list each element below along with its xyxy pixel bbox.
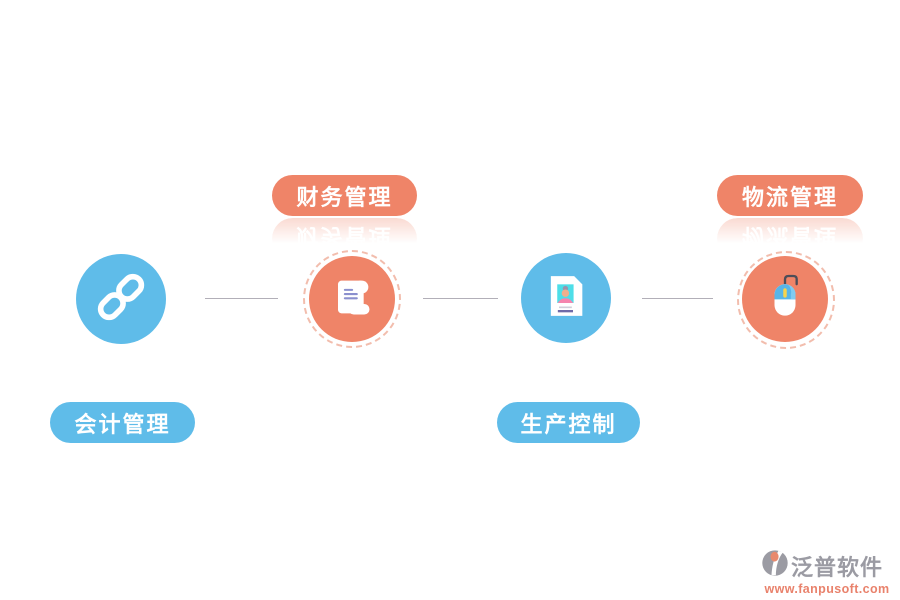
id-document-icon <box>538 268 594 329</box>
connector-line-3 <box>642 298 713 299</box>
label-pill-accounting: 会计管理 <box>50 402 195 443</box>
connector-line-1 <box>205 298 278 299</box>
node-production-circle <box>521 253 611 343</box>
connector-line-2 <box>423 298 498 299</box>
node-finance-circle <box>309 256 395 342</box>
mouse-icon <box>757 269 813 330</box>
node-logistics-circle <box>742 256 828 342</box>
label-pill-finance: 财务管理 <box>272 175 417 216</box>
label-pill-production: 生产控制 <box>497 402 640 443</box>
chain-link-icon <box>94 270 148 329</box>
brand-watermark: 泛普软件 www.fanpusoft.com <box>761 549 893 596</box>
label-pill-logistics-reflection: 物流管理 <box>717 218 863 259</box>
node-finance-ring <box>303 250 401 348</box>
node-accounting-circle <box>76 254 166 344</box>
brand-name: 泛普软件 <box>791 554 884 580</box>
scroll-document-icon <box>324 269 380 330</box>
fanpu-logo-icon <box>761 549 789 582</box>
brand-url: www.fanpusoft.com <box>764 582 890 596</box>
node-logistics-ring <box>737 251 835 349</box>
label-pill-logistics: 物流管理 <box>717 175 863 216</box>
label-pill-finance-reflection: 财务管理 <box>272 218 417 259</box>
